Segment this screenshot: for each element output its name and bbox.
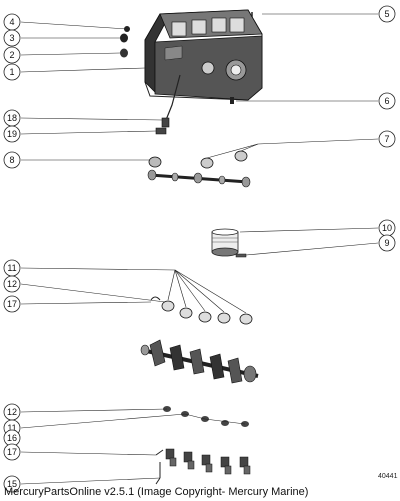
fitting-19 bbox=[155, 127, 167, 135]
bearing-inserts-lower bbox=[163, 406, 249, 427]
svg-text:16: 16 bbox=[7, 433, 17, 443]
svg-text:15: 15 bbox=[7, 479, 17, 489]
camshaft-bearing-8 bbox=[148, 156, 162, 168]
callout-17-lower: 17 bbox=[3, 443, 21, 461]
camshaft-bearing-7b bbox=[234, 150, 248, 162]
crankshaft bbox=[140, 339, 259, 384]
callout-7: 7 bbox=[378, 130, 396, 148]
svg-text:5: 5 bbox=[384, 9, 389, 19]
bearing-caps bbox=[155, 448, 251, 485]
callout-12-lower: 12 bbox=[3, 403, 21, 421]
svg-text:6: 6 bbox=[384, 96, 389, 106]
svg-text:17: 17 bbox=[7, 299, 17, 309]
svg-text:19: 19 bbox=[7, 129, 17, 139]
svg-text:12: 12 bbox=[7, 279, 17, 289]
svg-text:12: 12 bbox=[7, 407, 17, 417]
cylinder-block bbox=[144, 9, 263, 101]
piston-10 bbox=[211, 228, 239, 257]
freeze-plug-3 bbox=[120, 33, 128, 43]
callout-15: 15 bbox=[3, 475, 21, 493]
callout-5: 5 bbox=[378, 5, 396, 23]
callout-11-upper: 11 bbox=[3, 259, 21, 277]
oil-tube-18 bbox=[161, 74, 181, 128]
callout-9: 9 bbox=[378, 234, 396, 252]
leader-lines bbox=[20, 13, 379, 485]
callout-16: 16 bbox=[3, 429, 21, 447]
svg-text:3: 3 bbox=[9, 33, 14, 43]
piston-pin-9 bbox=[235, 253, 247, 258]
camshaft-bearing-7a bbox=[200, 157, 214, 169]
figure-number: 40441 bbox=[378, 473, 398, 480]
callout-1: 1 bbox=[3, 63, 21, 81]
main-bearings-upper bbox=[150, 296, 253, 325]
camshaft bbox=[147, 169, 251, 188]
copyright-footer: MercuryPartsOnline v2.5.1 (Image Copyrig… bbox=[4, 486, 309, 498]
svg-text:2: 2 bbox=[9, 50, 14, 60]
svg-text:11: 11 bbox=[7, 423, 16, 433]
svg-text:7: 7 bbox=[384, 134, 389, 144]
callout-18: 18 bbox=[3, 109, 21, 127]
callout-12-upper: 12 bbox=[3, 275, 21, 293]
freeze-plug-2 bbox=[120, 48, 128, 58]
svg-text:8: 8 bbox=[9, 155, 14, 165]
svg-text:17: 17 bbox=[7, 447, 17, 457]
svg-text:11: 11 bbox=[7, 263, 16, 273]
svg-text:9: 9 bbox=[384, 238, 389, 248]
callout-17-upper: 17 bbox=[3, 295, 21, 313]
svg-text:4: 4 bbox=[9, 17, 14, 27]
callout-2: 2 bbox=[3, 46, 21, 64]
callout-6: 6 bbox=[378, 92, 396, 110]
svg-text:1: 1 bbox=[9, 67, 14, 77]
callout-19: 19 bbox=[3, 125, 21, 143]
svg-text:10: 10 bbox=[382, 223, 392, 233]
callout-8: 8 bbox=[3, 151, 21, 169]
callout-10: 10 bbox=[378, 219, 396, 237]
svg-text:18: 18 bbox=[7, 113, 17, 123]
dowel-6 bbox=[230, 97, 234, 104]
callout-3: 3 bbox=[3, 29, 21, 47]
callout-4: 4 bbox=[3, 13, 21, 31]
